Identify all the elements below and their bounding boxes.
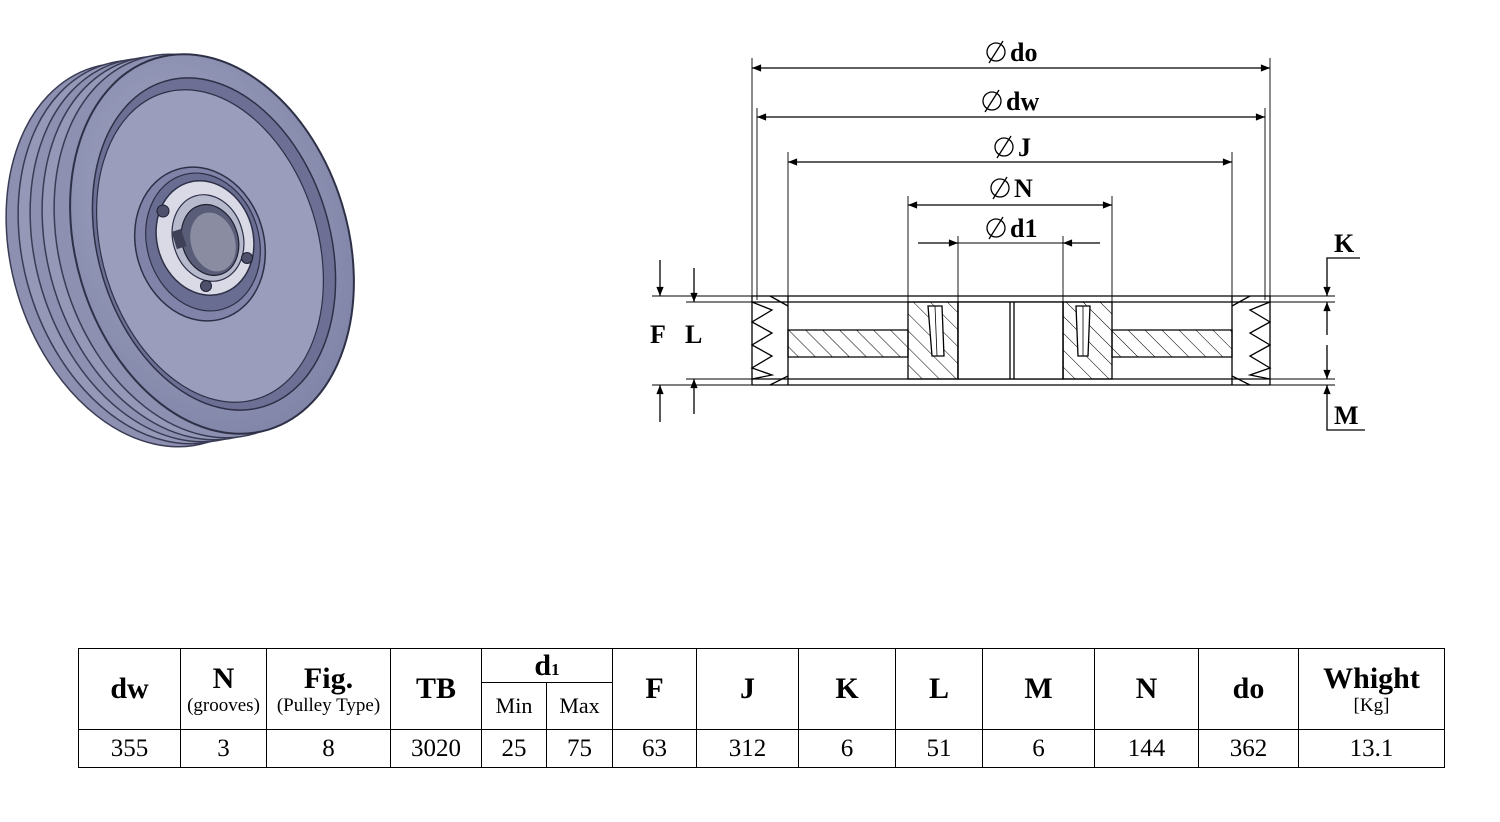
cell-n: 3 bbox=[180, 729, 267, 768]
dim-d1: d1 bbox=[986, 214, 1037, 243]
label-dw: dw bbox=[1006, 87, 1039, 116]
dim-do: do bbox=[986, 38, 1037, 67]
header-dw: dw bbox=[78, 648, 181, 730]
cell-max: 75 bbox=[546, 729, 613, 768]
header-n-sub: (grooves) bbox=[187, 694, 260, 716]
header-d1: d1 bbox=[481, 648, 613, 683]
specification-table: dw N (grooves) Fig. (Pulley Type) TB d1 … bbox=[78, 648, 1445, 768]
header-l: L bbox=[895, 648, 983, 730]
cell-n2: 144 bbox=[1094, 729, 1199, 768]
cell-k: 6 bbox=[798, 729, 896, 768]
table-row: 355 3 8 3020 25 75 63 312 6 51 6 144 362… bbox=[78, 729, 1445, 768]
cell-dw: 355 bbox=[78, 729, 181, 768]
dimension-labels: do dw J N d1 K M F L bbox=[650, 38, 1359, 430]
cell-l: 51 bbox=[895, 729, 983, 768]
cell-fig: 8 bbox=[266, 729, 391, 768]
header-max: Max bbox=[546, 682, 613, 730]
cell-m: 6 bbox=[982, 729, 1095, 768]
header-do: do bbox=[1198, 648, 1299, 730]
table-header-row: dw N (grooves) Fig. (Pulley Type) TB d1 … bbox=[78, 648, 1445, 730]
cell-j: 312 bbox=[696, 729, 799, 768]
technical-illustration: do dw J N d1 K M F L bbox=[5, 38, 1365, 448]
header-f: F bbox=[612, 648, 697, 730]
header-fig-sub: (Pulley Type) bbox=[276, 694, 381, 716]
header-weight-unit: [Kg] bbox=[1353, 694, 1390, 716]
dim-n: N bbox=[990, 174, 1033, 203]
header-j: J bbox=[696, 648, 799, 730]
header-n: N (grooves) bbox=[180, 648, 267, 730]
header-fig-title: Fig. bbox=[303, 661, 354, 695]
label-l: L bbox=[685, 320, 702, 349]
label-f: F bbox=[650, 320, 666, 349]
dim-j: J bbox=[994, 133, 1031, 162]
label-m: M bbox=[1334, 401, 1359, 430]
header-weight-title: Whight bbox=[1323, 661, 1420, 695]
header-m: M bbox=[982, 648, 1095, 730]
label-k: K bbox=[1334, 229, 1355, 258]
dim-dw: dw bbox=[982, 87, 1039, 116]
cell-do: 362 bbox=[1198, 729, 1299, 768]
cell-min: 25 bbox=[481, 729, 547, 768]
label-n: N bbox=[1014, 174, 1033, 203]
header-fig: Fig. (Pulley Type) bbox=[266, 648, 391, 730]
header-d1-main: d bbox=[534, 648, 552, 682]
header-min: Min bbox=[481, 682, 547, 730]
label-d1: d1 bbox=[1010, 214, 1037, 243]
header-tb: TB bbox=[390, 648, 482, 730]
header-k: K bbox=[798, 648, 896, 730]
header-n2: N bbox=[1094, 648, 1199, 730]
label-do: do bbox=[1010, 38, 1037, 67]
label-j: J bbox=[1018, 133, 1031, 162]
pulley-3d-render bbox=[5, 53, 355, 448]
cell-f: 63 bbox=[612, 729, 697, 768]
header-d1-sub: 1 bbox=[551, 659, 560, 679]
cell-weight: 13.1 bbox=[1298, 729, 1445, 768]
cell-tb: 3020 bbox=[390, 729, 482, 768]
header-n-title: N bbox=[212, 661, 235, 695]
section-drawing bbox=[652, 58, 1365, 431]
header-weight: Whight [Kg] bbox=[1298, 648, 1445, 730]
